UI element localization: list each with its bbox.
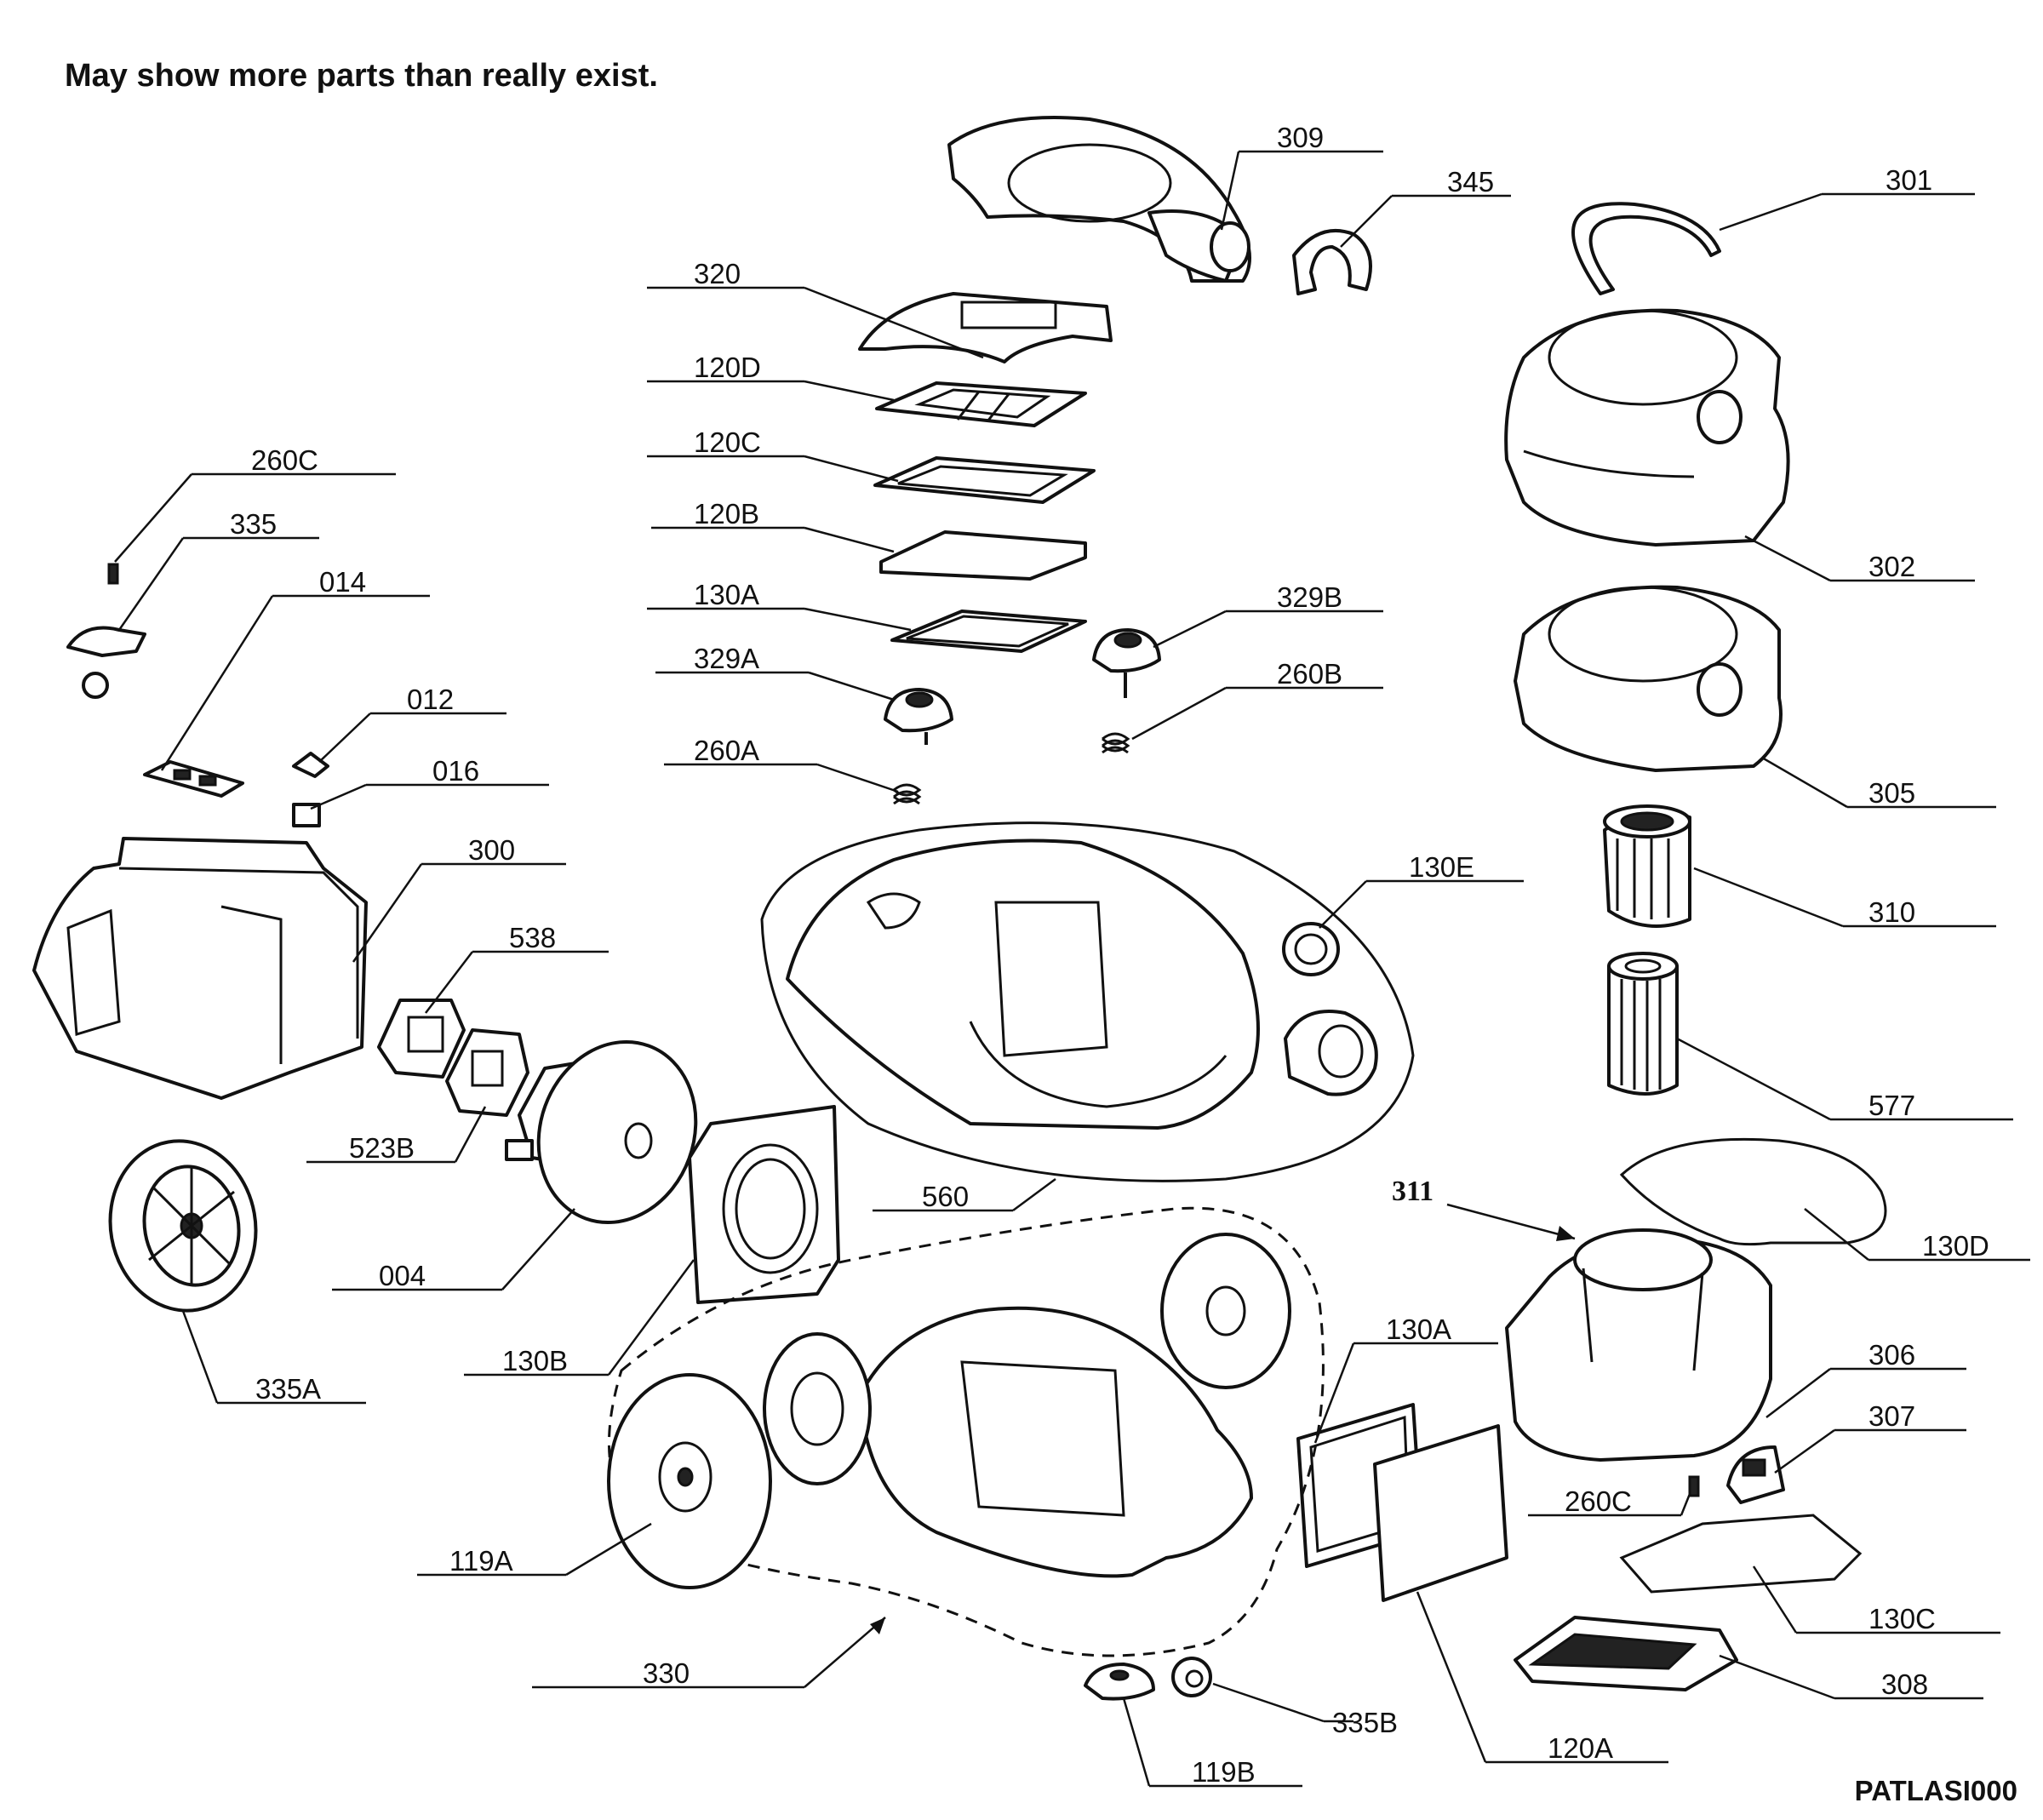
part-538-bracket [377, 999, 466, 1079]
part-320-grille [858, 292, 1113, 363]
part-260a-spring [893, 783, 922, 805]
callout-311: 311 [1392, 1176, 1434, 1207]
part-130c-gasket [1619, 1514, 1863, 1594]
part-308-cover [1514, 1616, 1738, 1691]
callout-130a: 130A [694, 579, 759, 610]
part-305-bin [1514, 585, 1783, 772]
part-260c-pin-left [107, 563, 119, 585]
callout-335a: 335A [255, 1373, 321, 1405]
callout-538: 538 [509, 922, 556, 953]
callout-523b: 523B [349, 1132, 415, 1164]
part-130a-gasket [890, 610, 1087, 653]
part-120a-filter-pad [1373, 1424, 1508, 1602]
part-329a-caster [884, 688, 953, 745]
part-130e-ring [1282, 922, 1378, 1096]
part-130d-gasket [1619, 1137, 1887, 1246]
callout-016: 016 [432, 755, 479, 787]
callout-560: 560 [922, 1181, 969, 1212]
part-306-bin-lower [1505, 1228, 1772, 1462]
callout-130d: 130D [1922, 1230, 1989, 1262]
part-014-plate [143, 760, 244, 798]
callout-329a: 329A [694, 643, 759, 674]
part-301-hose [1571, 202, 1721, 295]
part-119a-wheel [607, 1373, 772, 1589]
part-120b-pad [879, 530, 1087, 581]
callout-labels: 309 345 301 320 120D 120C 120B 130A 329B… [230, 122, 1989, 1788]
part-307-latch [1726, 1445, 1785, 1504]
part-260b-spring [1102, 732, 1130, 754]
part-309-top-cover [947, 116, 1251, 283]
callout-310: 310 [1868, 896, 1915, 928]
callout-260a: 260A [694, 735, 759, 766]
callout-120d: 120D [694, 352, 761, 383]
callout-306: 306 [1868, 1339, 1915, 1371]
part-260c-pin-right [1688, 1475, 1700, 1497]
callout-330: 330 [643, 1657, 690, 1689]
callout-305: 305 [1868, 777, 1915, 809]
part-577-filter [1607, 952, 1679, 1096]
diagram-note: May show more parts than really exist. [65, 58, 658, 94]
callout-335: 335 [230, 508, 277, 540]
part-560-main-body [760, 821, 1415, 1182]
callout-130e: 130E [1409, 851, 1474, 883]
part-302-bin-top [1504, 308, 1790, 547]
part-335a-cable-reel [108, 1139, 258, 1313]
callout-308: 308 [1881, 1668, 1928, 1700]
callout-309: 309 [1277, 122, 1324, 153]
callout-335b: 335B [1332, 1707, 1398, 1738]
diagram-code: PATLASI000 [1854, 1775, 2017, 1806]
callout-307: 307 [1868, 1400, 1915, 1432]
part-300-housing [32, 837, 368, 1100]
callout-260b: 260B [1277, 658, 1342, 690]
callout-302: 302 [1868, 551, 1915, 582]
part-523b-bracket [445, 1028, 529, 1117]
leader-lines [114, 150, 2030, 1788]
callout-012: 012 [407, 684, 454, 715]
part-310-filter-cartridge [1603, 804, 1691, 928]
callout-300: 300 [468, 834, 515, 866]
part-120c-frame [873, 456, 1096, 504]
callout-329b: 329B [1277, 581, 1342, 613]
callout-260c-left: 260C [251, 444, 318, 476]
part-119b-caster [1084, 1663, 1155, 1701]
part-330-base-assembly [608, 1206, 1325, 1657]
callout-119a: 119A [449, 1545, 513, 1577]
part-345-clip [1292, 228, 1372, 295]
part-130b-gasket [688, 1105, 840, 1304]
callout-345: 345 [1447, 166, 1494, 197]
callout-130b: 130B [502, 1345, 568, 1376]
callout-120a: 120A [1548, 1732, 1613, 1764]
callout-577: 577 [1868, 1090, 1915, 1121]
callout-260c-right: 260C [1565, 1485, 1632, 1517]
callout-130c: 130C [1868, 1603, 1936, 1634]
part-004-motor [505, 1039, 698, 1225]
callout-301: 301 [1886, 164, 1932, 196]
part-120d-filter-frame [875, 381, 1087, 427]
part-335b-roller [1171, 1657, 1212, 1697]
part-329b-caster [1092, 628, 1161, 698]
callout-004: 004 [379, 1260, 426, 1291]
part-012-bracket [292, 752, 329, 778]
callout-120c: 120C [694, 426, 761, 458]
callout-320: 320 [694, 258, 741, 289]
callout-014: 014 [319, 566, 366, 598]
part-335-latch [66, 626, 146, 699]
callout-119b: 119B [1192, 1756, 1256, 1788]
callout-120b: 120B [694, 498, 759, 529]
callout-130a-right: 130A [1386, 1313, 1451, 1345]
